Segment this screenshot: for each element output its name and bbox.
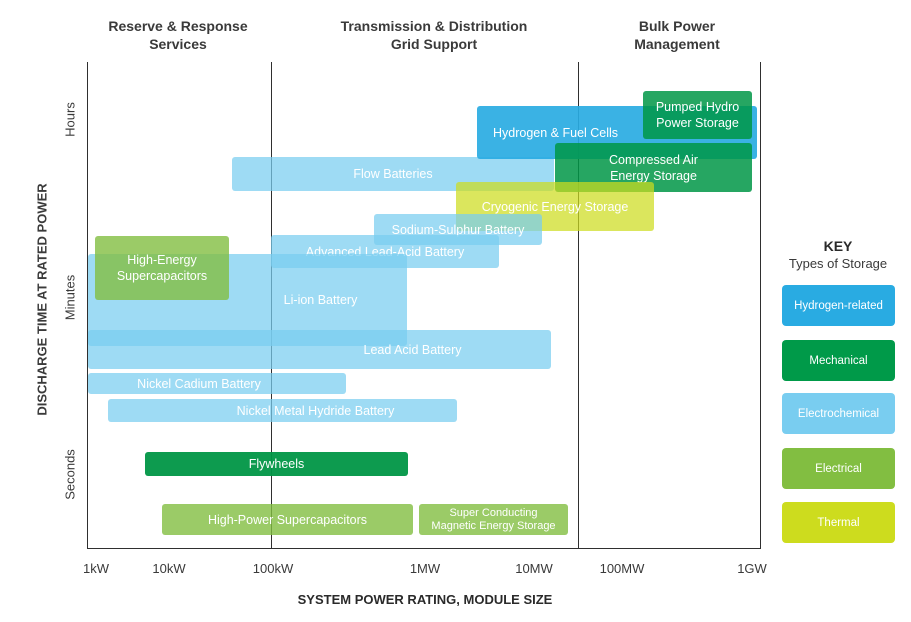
bar-pumped-hydro: Pumped Hydro Power Storage (643, 91, 752, 139)
x-tick-1mw: 1MW (409, 561, 441, 576)
bar-label-line: Compressed Air (609, 152, 698, 167)
section-title-line: Management (634, 36, 720, 52)
bar-label: High-Power Supercapacitors (207, 512, 368, 527)
section-title-line: Services (149, 36, 207, 52)
key-item-label: Hydrogen-related (794, 299, 883, 312)
key-item-label: Thermal (817, 516, 860, 529)
y-tick-minutes: Minutes (62, 274, 78, 321)
bar-label: Cryogenic Energy Storage (481, 199, 629, 214)
bar-nickel-cadmium: Nickel Cadium Battery (88, 373, 346, 394)
bar-label-line: Magnetic Energy Storage (431, 519, 556, 532)
key-subtitle: Types of Storage (788, 256, 888, 271)
bar-label: Sodium-Sulphur Battery (391, 222, 525, 237)
bar-label: Nickel Metal Hydride Battery (236, 403, 395, 418)
bar-high-power-supercapacitors: High-Power Supercapacitors (162, 504, 413, 535)
x-axis-title: SYSTEM POWER RATING, MODULE SIZE (297, 592, 553, 607)
key-item-electrical: Electrical (782, 448, 895, 489)
bar-label-line: Energy Storage (610, 168, 697, 183)
x-tick-1gw: 1GW (737, 561, 767, 576)
key-item-label: Electrochemical (797, 407, 880, 420)
axis-line-bottom (87, 548, 761, 549)
x-tick-1kw: 1kW (83, 561, 109, 576)
key-item-label: Mechanical (809, 354, 868, 367)
bar-label-line: Pumped Hydro (655, 100, 740, 114)
key-title: KEY (823, 238, 853, 254)
x-tick-10mw: 10MW (515, 561, 553, 576)
section-title-line: Bulk Power (638, 18, 716, 34)
x-tick-10kw: 10kW (152, 561, 186, 576)
bar-label-line: Super Conducting (449, 506, 538, 519)
bar-label: Lead Acid Battery (363, 342, 462, 357)
section-title-line: Transmission & Distribution (340, 18, 528, 34)
bar-label: Li-ion Battery (283, 293, 358, 307)
bar-label-line: Supercapacitors (116, 269, 208, 283)
axis-line-right (760, 62, 761, 549)
bar-label: Flow Batteries (353, 167, 433, 181)
x-tick-100mw: 100MW (599, 561, 645, 576)
section-title-line: Grid Support (390, 36, 478, 52)
y-tick-hours: Hours (62, 102, 78, 137)
key-item-label: Electrical (815, 462, 862, 475)
y-tick-seconds: Seconds (62, 449, 78, 500)
key-item-electrochemical: Electrochemical (782, 393, 895, 434)
key-item-mechanical: Mechanical (782, 340, 895, 381)
bar-high-energy-supercapacitors: High-Energy Supercapacitors (95, 236, 229, 300)
bar-label-line: Power Storage (656, 116, 739, 130)
bar-label: Hydrogen & Fuel Cells (493, 125, 619, 140)
y-axis-title: DISCHARGE TIME AT RATED POWER (34, 183, 50, 416)
key-item-hydrogen-related: Hydrogen-related (782, 285, 895, 326)
section-title-bulk: Bulk Power Management (605, 17, 749, 53)
section-title-transmission: Transmission & Distribution Grid Support (314, 17, 554, 53)
bar-label: Flywheels (248, 457, 305, 471)
bar-label-line: High-Energy (127, 253, 197, 267)
section-title-reserve: Reserve & Response Services (88, 17, 268, 53)
section-title-line: Reserve & Response (108, 18, 248, 34)
axis-line-left (87, 62, 88, 549)
bar-super-conducting-mes: Super Conducting Magnetic Energy Storage (419, 504, 568, 535)
bar-lead-acid: Lead Acid Battery (88, 330, 551, 369)
bar-flywheels: Flywheels (145, 452, 408, 476)
key-item-thermal: Thermal (782, 502, 895, 543)
bar-label: Nickel Cadium Battery (137, 376, 261, 391)
bar-nickel-metal-hydride: Nickel Metal Hydride Battery (108, 399, 457, 422)
divider-50mw (578, 62, 579, 549)
x-tick-100kw: 100kW (252, 561, 294, 576)
